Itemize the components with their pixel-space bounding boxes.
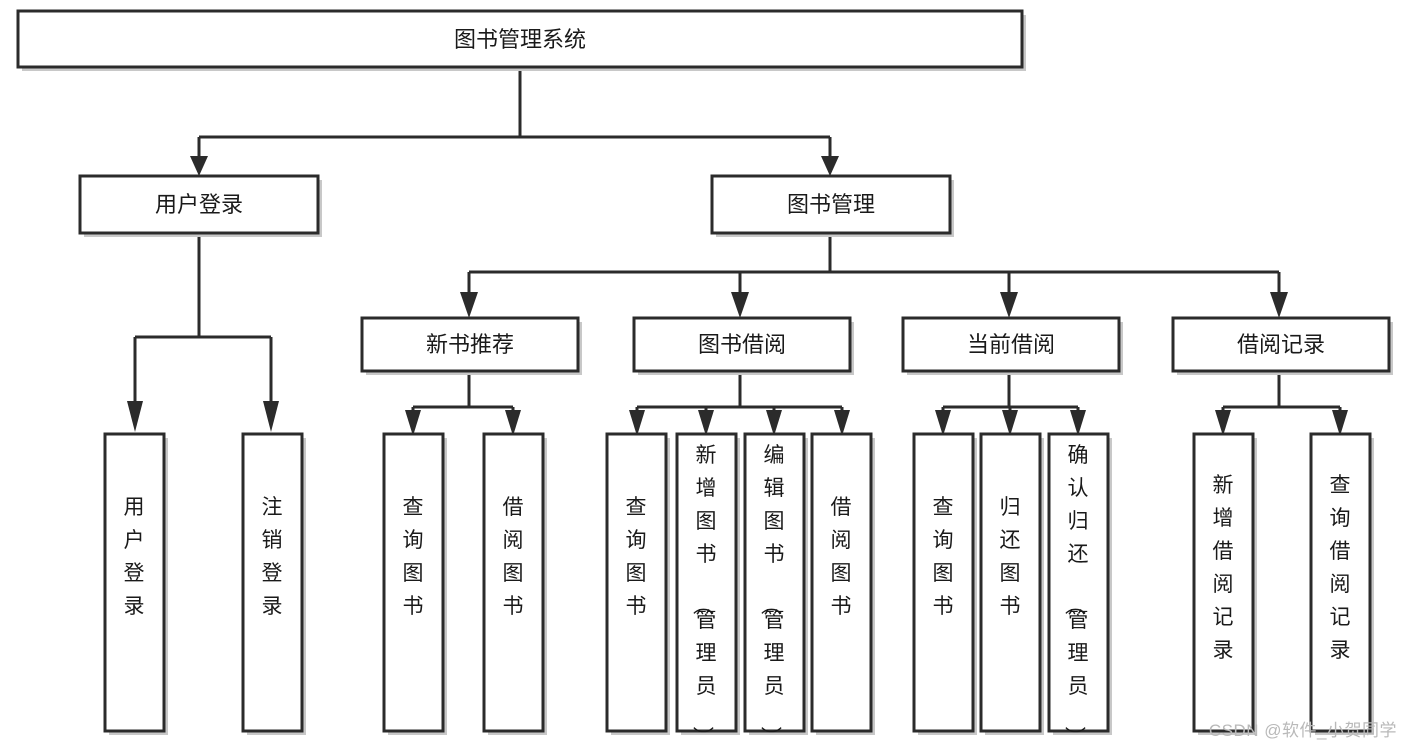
node-leaf-query-book-3[interactable]: 查询图书 <box>912 432 977 735</box>
leaf-borrow-book-2-label: 借阅图书 <box>831 496 852 618</box>
node-leaf-borrow-book-2[interactable]: 借阅图书 <box>810 432 875 735</box>
arrow-leaf-logout <box>263 401 279 432</box>
arrow-leaf-query-book-3 <box>935 410 951 436</box>
leaf-add-record-box <box>1192 432 1255 733</box>
leaf-confirm-return-label: 确认归还（管理员） <box>1063 444 1089 747</box>
arrow-leaf-edit-book <box>766 410 782 436</box>
leaf-return-book-box <box>979 432 1042 733</box>
leaf-borrow-book-1-box <box>482 432 545 733</box>
leaf-add-book-box <box>675 432 738 733</box>
arrow-leaf-query-book-1 <box>405 410 421 436</box>
leaf-query-book-3-label: 查询图书 <box>933 496 954 618</box>
node-leaf-confirm-return[interactable]: 确认归还（管理员） <box>1047 432 1112 747</box>
arrow-leaf-query-book-2 <box>629 410 645 436</box>
book-borrow-box <box>632 316 852 373</box>
arrow-book-manage <box>821 156 839 176</box>
leaf-query-book-2-box <box>605 432 668 733</box>
book-borrow-label: 图书借阅 <box>698 332 786 357</box>
leaf-query-record-box <box>1309 432 1372 733</box>
leaf-add-book-label: 新增图书（管理员） <box>691 444 717 747</box>
leaf-logout-label: 注销登录 <box>262 496 283 618</box>
arrow-leaf-query-record <box>1332 410 1348 436</box>
node-book-manage[interactable]: 图书管理 <box>710 174 954 237</box>
node-leaf-query-book-1[interactable]: 查询图书 <box>382 432 447 735</box>
leaf-borrow-book-1-label: 借阅图书 <box>503 496 524 618</box>
leaf-return-book-label: 归还图书 <box>1000 496 1021 618</box>
arrow-borrow-record <box>1270 292 1288 318</box>
node-leaf-query-record[interactable]: 查询借阅记录 <box>1309 432 1374 735</box>
node-root[interactable]: 图书管理系统 <box>16 9 1026 71</box>
book-manage-label: 图书管理 <box>787 192 875 217</box>
root-label: 图书管理系统 <box>454 27 586 52</box>
leaf-query-book-2-label: 查询图书 <box>626 496 647 618</box>
current-borrow-box <box>901 316 1121 373</box>
node-leaf-query-book-2[interactable]: 查询图书 <box>605 432 670 735</box>
arrow-new-book-rec <box>460 292 478 318</box>
arrow-leaf-return-book <box>1002 410 1018 436</box>
leaf-confirm-return-box <box>1047 432 1110 733</box>
new-book-rec-label: 新书推荐 <box>426 332 514 357</box>
current-borrow-label: 当前借阅 <box>967 332 1055 357</box>
node-leaf-return-book[interactable]: 归还图书 <box>979 432 1044 735</box>
arrow-leaf-add-record <box>1215 410 1231 436</box>
leaf-query-record-label: 查询借阅记录 <box>1330 474 1351 662</box>
leaf-add-record-label: 新增借阅记录 <box>1213 474 1234 662</box>
node-current-borrow[interactable]: 当前借阅 <box>901 316 1123 375</box>
user-login-label: 用户登录 <box>155 192 243 217</box>
node-user-login[interactable]: 用户登录 <box>78 174 322 237</box>
borrow-record-box <box>1171 316 1391 373</box>
node-book-borrow[interactable]: 图书借阅 <box>632 316 854 375</box>
arrow-leaf-user-login <box>127 401 143 432</box>
arrow-book-borrow <box>731 292 749 318</box>
node-leaf-edit-book[interactable]: 编辑图书（管理员） <box>743 432 808 747</box>
user-login-box <box>78 174 320 235</box>
root-box <box>16 9 1024 69</box>
leaf-query-book-1-label: 查询图书 <box>403 496 424 618</box>
node-leaf-add-book[interactable]: 新增图书（管理员） <box>675 432 740 747</box>
arrow-current-borrow <box>1000 292 1018 318</box>
book-manage-box <box>710 174 952 235</box>
leaf-query-book-3-box <box>912 432 975 733</box>
leaf-logout-box <box>241 432 304 733</box>
arrow-leaf-add-book <box>698 410 714 436</box>
leaf-edit-book-label: 编辑图书（管理员） <box>759 444 785 747</box>
arrow-user-login <box>190 156 208 176</box>
new-book-rec-box <box>360 316 580 373</box>
node-leaf-logout[interactable]: 注销登录 <box>241 432 306 735</box>
arrow-leaf-borrow-book-2 <box>834 410 850 436</box>
node-leaf-add-record[interactable]: 新增借阅记录 <box>1192 432 1257 735</box>
borrow-record-label: 借阅记录 <box>1237 332 1325 357</box>
node-leaf-borrow-book-1[interactable]: 借阅图书 <box>482 432 547 735</box>
node-new-book-rec[interactable]: 新书推荐 <box>360 316 582 375</box>
leaf-borrow-book-2-box <box>810 432 873 733</box>
watermark-text: CSDN @软件_小贺同学 <box>1208 721 1397 740</box>
node-leaf-user-login[interactable]: 用户登录 <box>103 432 168 735</box>
leaf-query-book-1-box <box>382 432 445 733</box>
connector-layer <box>127 67 1348 436</box>
leaf-edit-book-box <box>743 432 806 733</box>
leaf-user-login-label: 用户登录 <box>124 496 145 618</box>
node-borrow-record[interactable]: 借阅记录 <box>1171 316 1393 375</box>
arrow-leaf-borrow-book-1 <box>505 410 521 436</box>
arrow-leaf-confirm-return <box>1070 410 1086 436</box>
leaf-user-login-box <box>103 432 166 733</box>
